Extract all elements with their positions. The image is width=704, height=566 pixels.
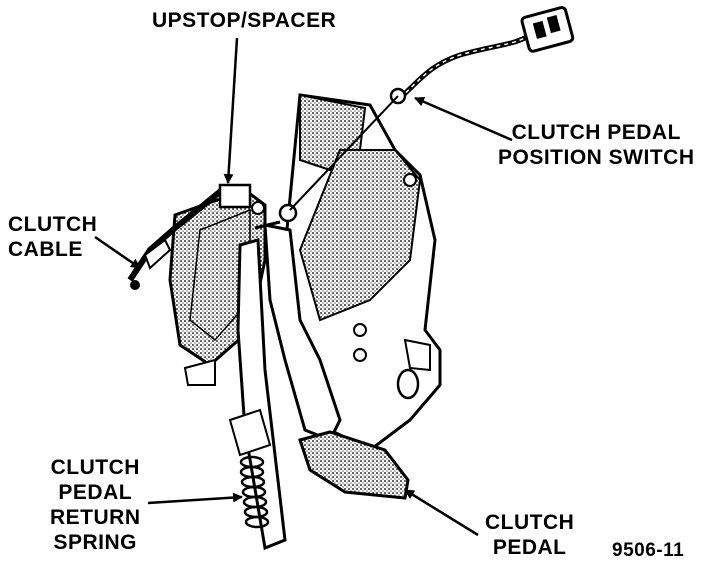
return-spring-coils	[239, 455, 270, 529]
spring-arm	[236, 238, 287, 551]
clutch-pedal-return-spring-label: CLUTCH PEDAL RETURN SPRING	[50, 456, 141, 554]
figure-number: 9506-11	[612, 540, 685, 561]
clutch-pedal-position-switch-label: CLUTCH PEDAL POSITION SWITCH	[498, 121, 695, 169]
clutch-pedal-pad	[298, 430, 410, 500]
position-switch	[289, 6, 575, 211]
clutch-cable-label: CLUTCH CABLE	[8, 213, 98, 261]
upstop-spacer-block	[218, 183, 252, 209]
pedal-arm	[263, 223, 342, 442]
clutch-pedal-label: CLUTCH PEDAL	[485, 511, 575, 559]
leader-lines	[94, 37, 513, 537]
clutch-cable-end	[127, 187, 224, 290]
upstop-spacer-label: UPSTOP/SPACER	[152, 9, 337, 32]
